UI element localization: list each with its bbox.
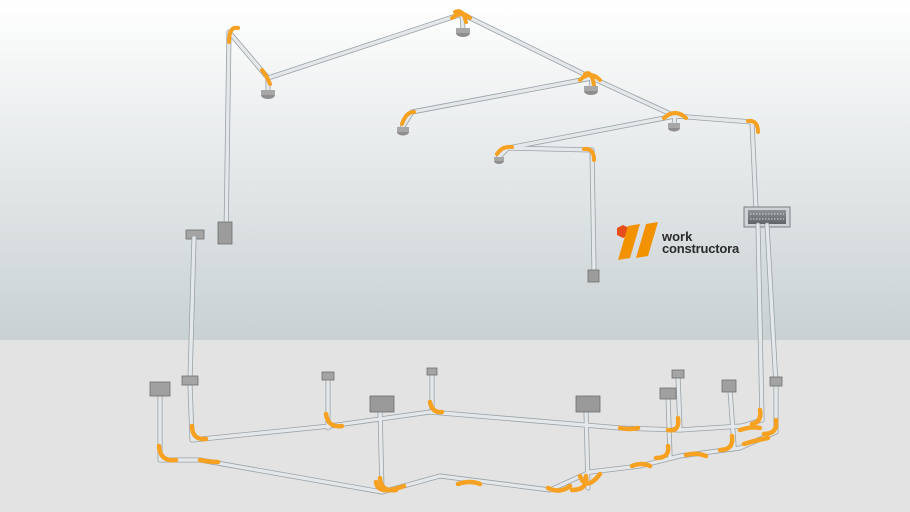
outlet-box bbox=[321, 371, 335, 381]
outlet-box bbox=[671, 369, 685, 379]
logo-text-line2: constructora bbox=[662, 241, 740, 256]
ceiling-box bbox=[397, 127, 409, 136]
ceiling-conduits bbox=[223, 9, 760, 273]
outlet-box bbox=[181, 375, 199, 386]
outlet-box bbox=[659, 387, 677, 400]
electrical-panel bbox=[743, 206, 791, 228]
outlet-box bbox=[426, 367, 438, 376]
wall-boxes-upper bbox=[185, 221, 600, 283]
ceiling-box bbox=[494, 157, 504, 164]
logo-stripe-icon bbox=[618, 224, 640, 260]
logo-text-line1: work bbox=[661, 229, 693, 244]
outlet-box bbox=[721, 379, 737, 393]
ceiling-boxes bbox=[261, 28, 680, 164]
junction-box bbox=[369, 395, 395, 413]
ceiling-box bbox=[456, 28, 470, 37]
work-constructora-logo: work constructora bbox=[617, 222, 740, 260]
logo-stripe-icon bbox=[636, 222, 658, 258]
switch-box bbox=[217, 221, 233, 245]
ceiling-box bbox=[668, 123, 680, 132]
floor-conduits bbox=[156, 222, 779, 495]
sky-background bbox=[0, 0, 910, 340]
junction-box bbox=[575, 395, 601, 413]
outlet-boxes bbox=[149, 367, 783, 413]
ceiling-box bbox=[584, 86, 598, 95]
ceiling-box bbox=[261, 90, 275, 99]
outlet-box bbox=[769, 376, 783, 387]
switch-box bbox=[587, 269, 600, 283]
outlet-box bbox=[149, 381, 171, 397]
